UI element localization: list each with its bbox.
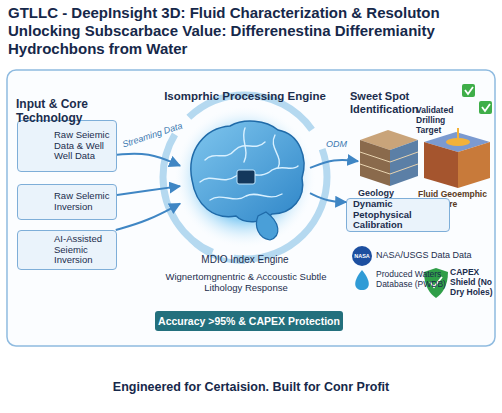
flow-arrow bbox=[117, 186, 180, 195]
edge-label: ODM bbox=[326, 139, 347, 149]
brain-fold bbox=[273, 135, 279, 168]
logo-text: NASA bbox=[352, 253, 372, 259]
brain-fold bbox=[244, 128, 246, 162]
chip-core bbox=[237, 170, 255, 184]
node-text: Dynamic Petophysical Calibration bbox=[353, 199, 443, 232]
brain-stem bbox=[257, 212, 278, 240]
process-box: AI-Assisted Seiemic Inversion bbox=[17, 230, 117, 270]
brain-shape bbox=[191, 121, 304, 222]
flow-arrow bbox=[116, 204, 180, 230]
cube-side bbox=[458, 142, 490, 188]
note-label: Wignertomgnentric & Accoustic Subtle Lit… bbox=[158, 272, 334, 294]
check-box bbox=[479, 101, 492, 114]
engine-node: Isomprhic Processing Engine bbox=[180, 112, 310, 242]
stratum bbox=[360, 152, 418, 162]
check-mark bbox=[465, 87, 473, 94]
node-text: Validated Drilling Target bbox=[416, 106, 470, 135]
drill-line bbox=[457, 128, 459, 142]
process-box: Raw Selemic Inversion bbox=[17, 184, 117, 220]
node-text: Raw Selemic Inversion bbox=[54, 191, 112, 213]
flow-arrow bbox=[310, 193, 346, 202]
result-band: Accuracy >95% & CAPEX Protection bbox=[155, 311, 343, 331]
process-box: Geology bbox=[358, 128, 418, 186]
note-label: Produced Waters Database (PWDB) bbox=[376, 270, 450, 290]
note-label: NASA/USGS Data Data bbox=[376, 250, 488, 260]
flow-ring bbox=[163, 95, 327, 259]
node-text: Raw Seiemic Data & Well Well Data bbox=[54, 130, 112, 163]
note-label: Sweet Spot Identification bbox=[350, 90, 458, 115]
process-box: Dynamic Petophysical Calibration bbox=[346, 198, 450, 232]
brain-fold bbox=[210, 194, 282, 200]
caption: Engineered for Certaision. Built for Con… bbox=[0, 380, 502, 394]
process-box: Validated Drilling TargetFluid Geoemphic… bbox=[420, 112, 496, 202]
node-text: Isomprhic Processing Engine bbox=[158, 90, 332, 103]
water-drop-icon bbox=[355, 270, 369, 290]
strata bbox=[360, 152, 418, 174]
flow-arrow bbox=[310, 160, 358, 168]
cube-side bbox=[360, 140, 390, 186]
node-text: Accuracy >95% & CAPEX Protection bbox=[158, 315, 340, 327]
check-box bbox=[462, 84, 475, 97]
cube-side bbox=[390, 140, 418, 186]
process-box: Raw Seiemic Data & Well Well Data bbox=[17, 120, 117, 172]
brain-glow bbox=[173, 105, 317, 249]
stratum bbox=[360, 164, 418, 174]
nasa-logo bbox=[352, 246, 372, 266]
brain-folds bbox=[200, 128, 298, 200]
cube-side bbox=[424, 142, 458, 188]
note-label: Input & Core Technology bbox=[16, 98, 156, 126]
brain-fold bbox=[205, 142, 265, 160]
note-label: MDIO Index Engine bbox=[180, 254, 310, 266]
main-frame bbox=[7, 70, 495, 346]
title: GTLLC - DeepInsight 3D: Fluid Characteri… bbox=[8, 4, 500, 58]
node-text: Geology bbox=[358, 188, 418, 198]
note-label: CAPEX Shield (No Dry Holes) bbox=[450, 268, 498, 297]
node-text: AI-Assisted Seiemic Inversion bbox=[54, 234, 112, 267]
check-mark bbox=[482, 104, 490, 111]
flow-arrow bbox=[117, 154, 180, 166]
